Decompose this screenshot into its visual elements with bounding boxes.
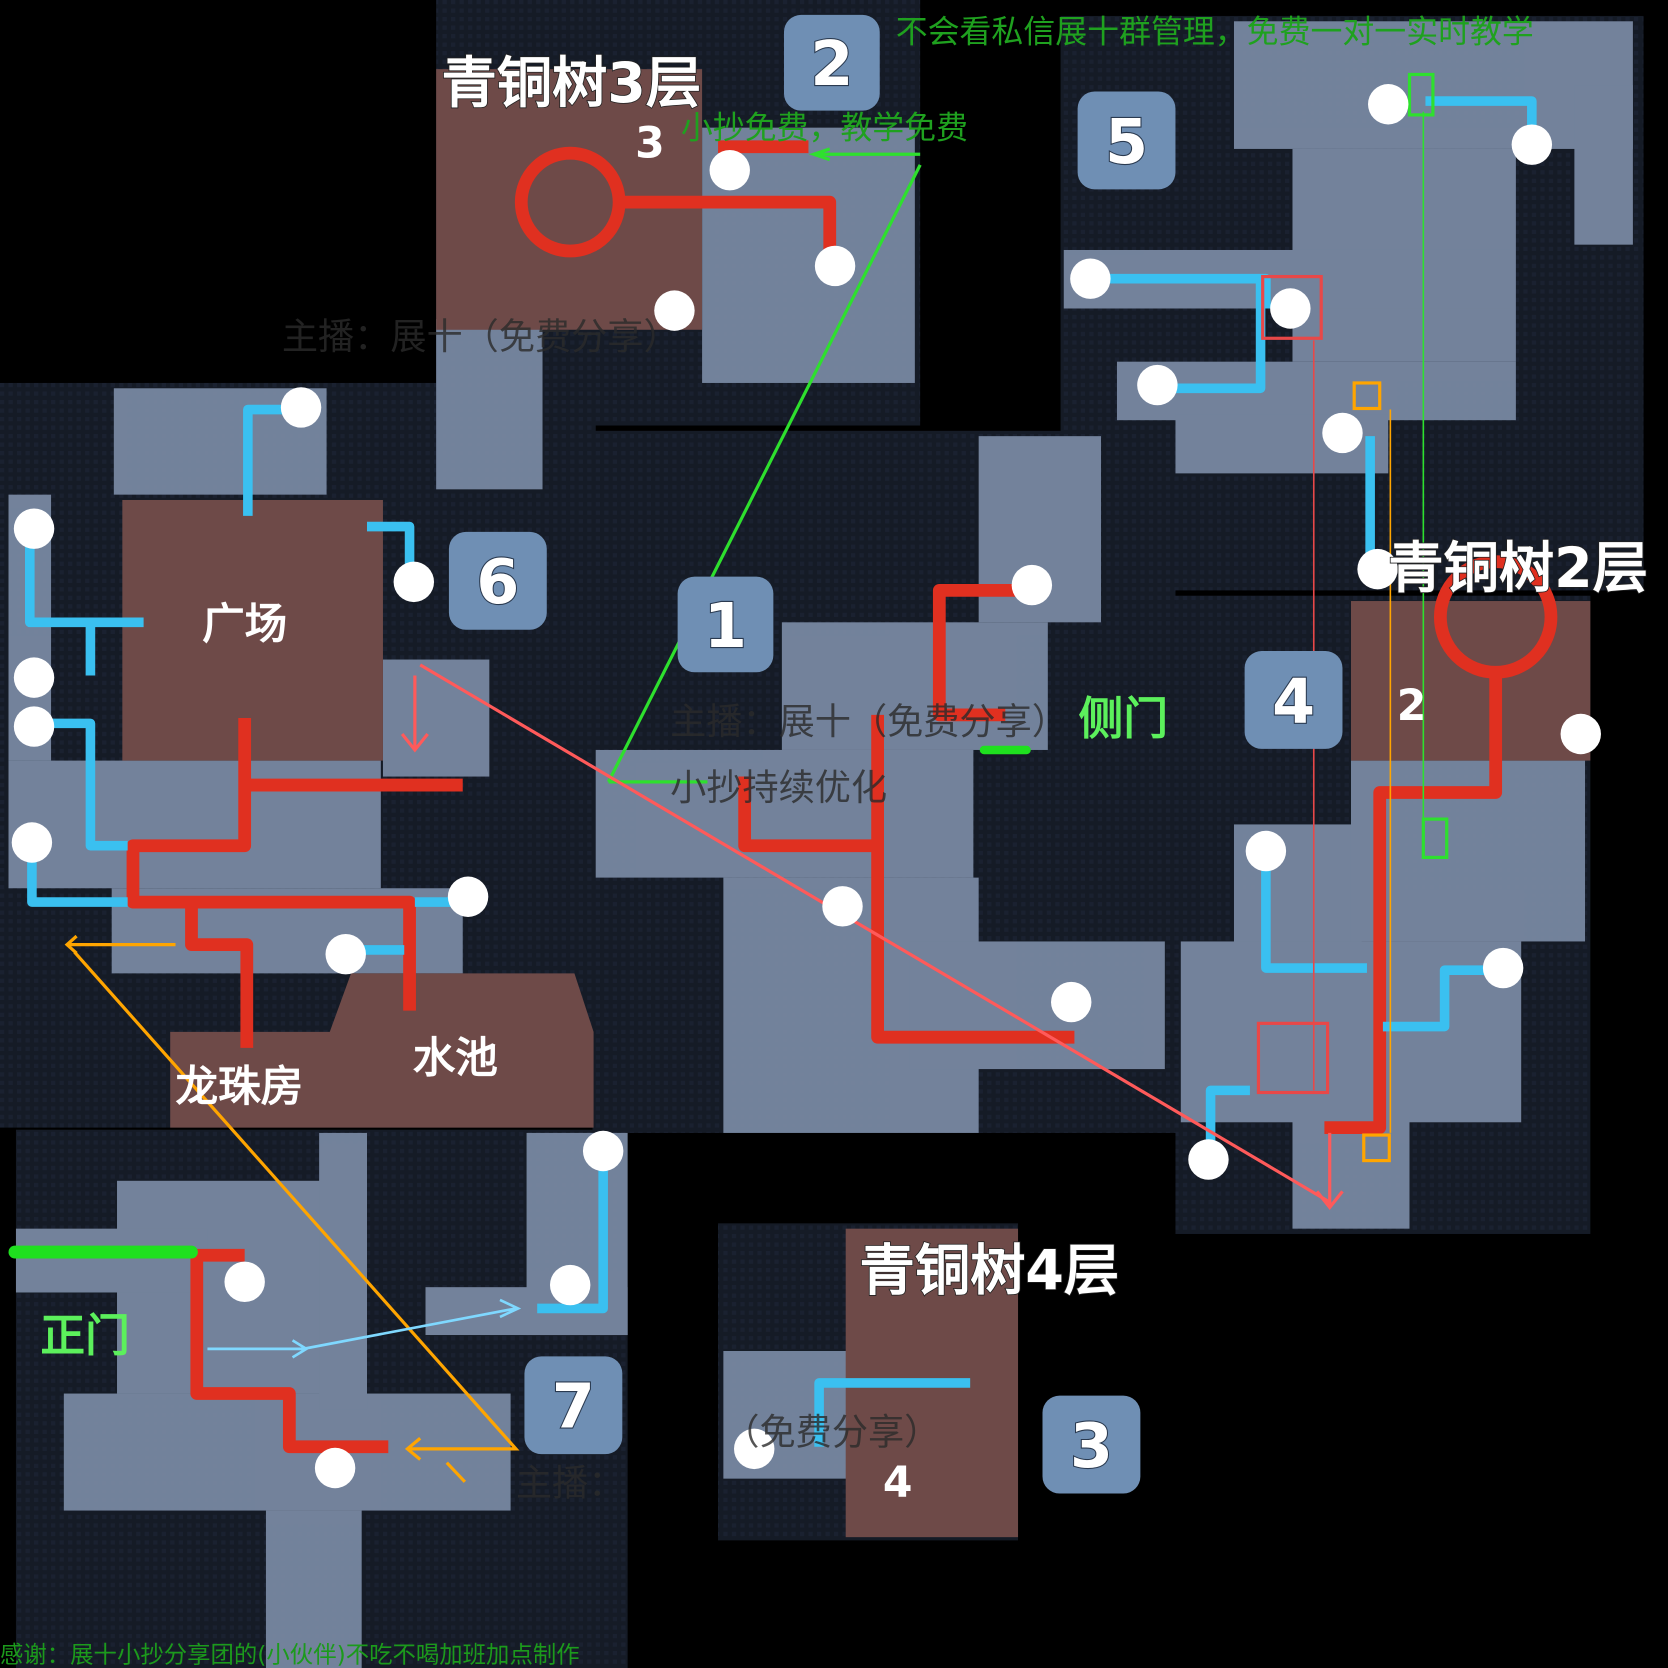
watermark-free-share: （免费分享）	[723, 1411, 940, 1454]
waypoint-dot	[654, 290, 695, 331]
waypoint-dot	[325, 933, 366, 975]
svg-text:6: 6	[476, 546, 519, 618]
waypoint-dot	[814, 245, 856, 287]
watermark-streamer-2: 主播：展十（免费分享）	[670, 700, 1068, 743]
badge-6: 6	[448, 531, 547, 630]
label-pool: 水池	[413, 1034, 498, 1083]
waypoints	[11, 84, 1601, 1489]
waypoint-dot	[1322, 412, 1363, 454]
waypoint-dot	[1011, 564, 1053, 606]
pink-arrow-line	[419, 663, 1331, 1204]
waypoint-dot	[13, 706, 55, 747]
watermark-streamer-short: 主播：	[516, 1462, 624, 1505]
svg-text:5: 5	[1105, 106, 1148, 178]
badge-4: 4	[1244, 651, 1343, 749]
number-badges: 1 2 3 4 5 6 7	[448, 14, 1343, 1494]
svg-text:2: 2	[810, 28, 853, 100]
badge-1: 1	[677, 576, 774, 673]
footer-credits: 感谢：展十小抄分享团的(小伙伴)不吃不喝加班加点制作	[0, 1641, 580, 1668]
waypoint-dot	[1482, 947, 1524, 989]
waypoint-dot	[734, 1428, 775, 1470]
waypoint-dot	[393, 561, 435, 603]
floor2-num: 2	[1397, 682, 1427, 731]
waypoint-dot	[582, 1130, 624, 1172]
label-plaza: 广场	[202, 600, 287, 649]
floor3-num: 3	[635, 119, 665, 168]
waypoint-dot	[1368, 84, 1409, 125]
waypoint-dot	[1511, 124, 1553, 165]
waypoint-dot	[1051, 981, 1092, 1023]
svg-text:7: 7	[552, 1371, 595, 1443]
green-arrow-line	[607, 152, 922, 784]
waypoint-dot	[447, 876, 489, 917]
svg-text:4: 4	[1272, 665, 1315, 737]
watermark-optimize: 小抄持续优化	[670, 766, 887, 809]
pool-room	[170, 973, 594, 1128]
waypoint-dot	[280, 387, 322, 428]
waypoint-dot	[1560, 713, 1601, 755]
orange-arrow-line	[64, 934, 520, 1483]
floor4-title: 青铜树4层	[860, 1239, 1120, 1303]
waypoint-dot	[709, 149, 750, 191]
label-side-door: 侧门	[1079, 693, 1168, 745]
badge-2: 2	[784, 14, 880, 111]
waypoint-dot	[1188, 1139, 1229, 1180]
watermark-streamer-1: 主播：展十（免费分享）	[282, 315, 680, 358]
badge-7: 7	[524, 1356, 623, 1455]
label-dragon-room: 龙珠房	[176, 1063, 304, 1112]
svg-text:3: 3	[1070, 1410, 1113, 1482]
waypoint-dot	[822, 886, 863, 927]
plaza-room	[122, 499, 383, 761]
waypoint-dot	[1070, 258, 1111, 299]
waypoint-dot	[13, 508, 55, 549]
floor3-title: 青铜树3层	[441, 52, 701, 116]
watermark-second: 小抄免费，教学免费	[681, 108, 968, 146]
label-main-door: 正门	[40, 1310, 129, 1362]
waypoint-dot	[1137, 364, 1178, 406]
watermark-top: 不会看私信展十群管理，免费一对一实时教学	[896, 13, 1534, 51]
waypoint-dot	[1245, 830, 1287, 872]
waypoint-dot	[549, 1264, 591, 1306]
waypoint-dot	[224, 1261, 265, 1303]
waypoint-dot	[13, 657, 55, 698]
waypoint-dot	[1270, 288, 1311, 329]
waypoint-dot	[11, 822, 53, 863]
badge-3: 3	[1042, 1395, 1141, 1494]
floor2-title: 青铜树2层	[1388, 537, 1648, 601]
waypoint-dot	[314, 1447, 356, 1489]
svg-text:1: 1	[704, 590, 747, 662]
red-routes	[126, 140, 1558, 1454]
floor4-num: 4	[883, 1459, 913, 1508]
waypoint-dot	[1357, 548, 1398, 590]
badge-5: 5	[1077, 91, 1176, 190]
